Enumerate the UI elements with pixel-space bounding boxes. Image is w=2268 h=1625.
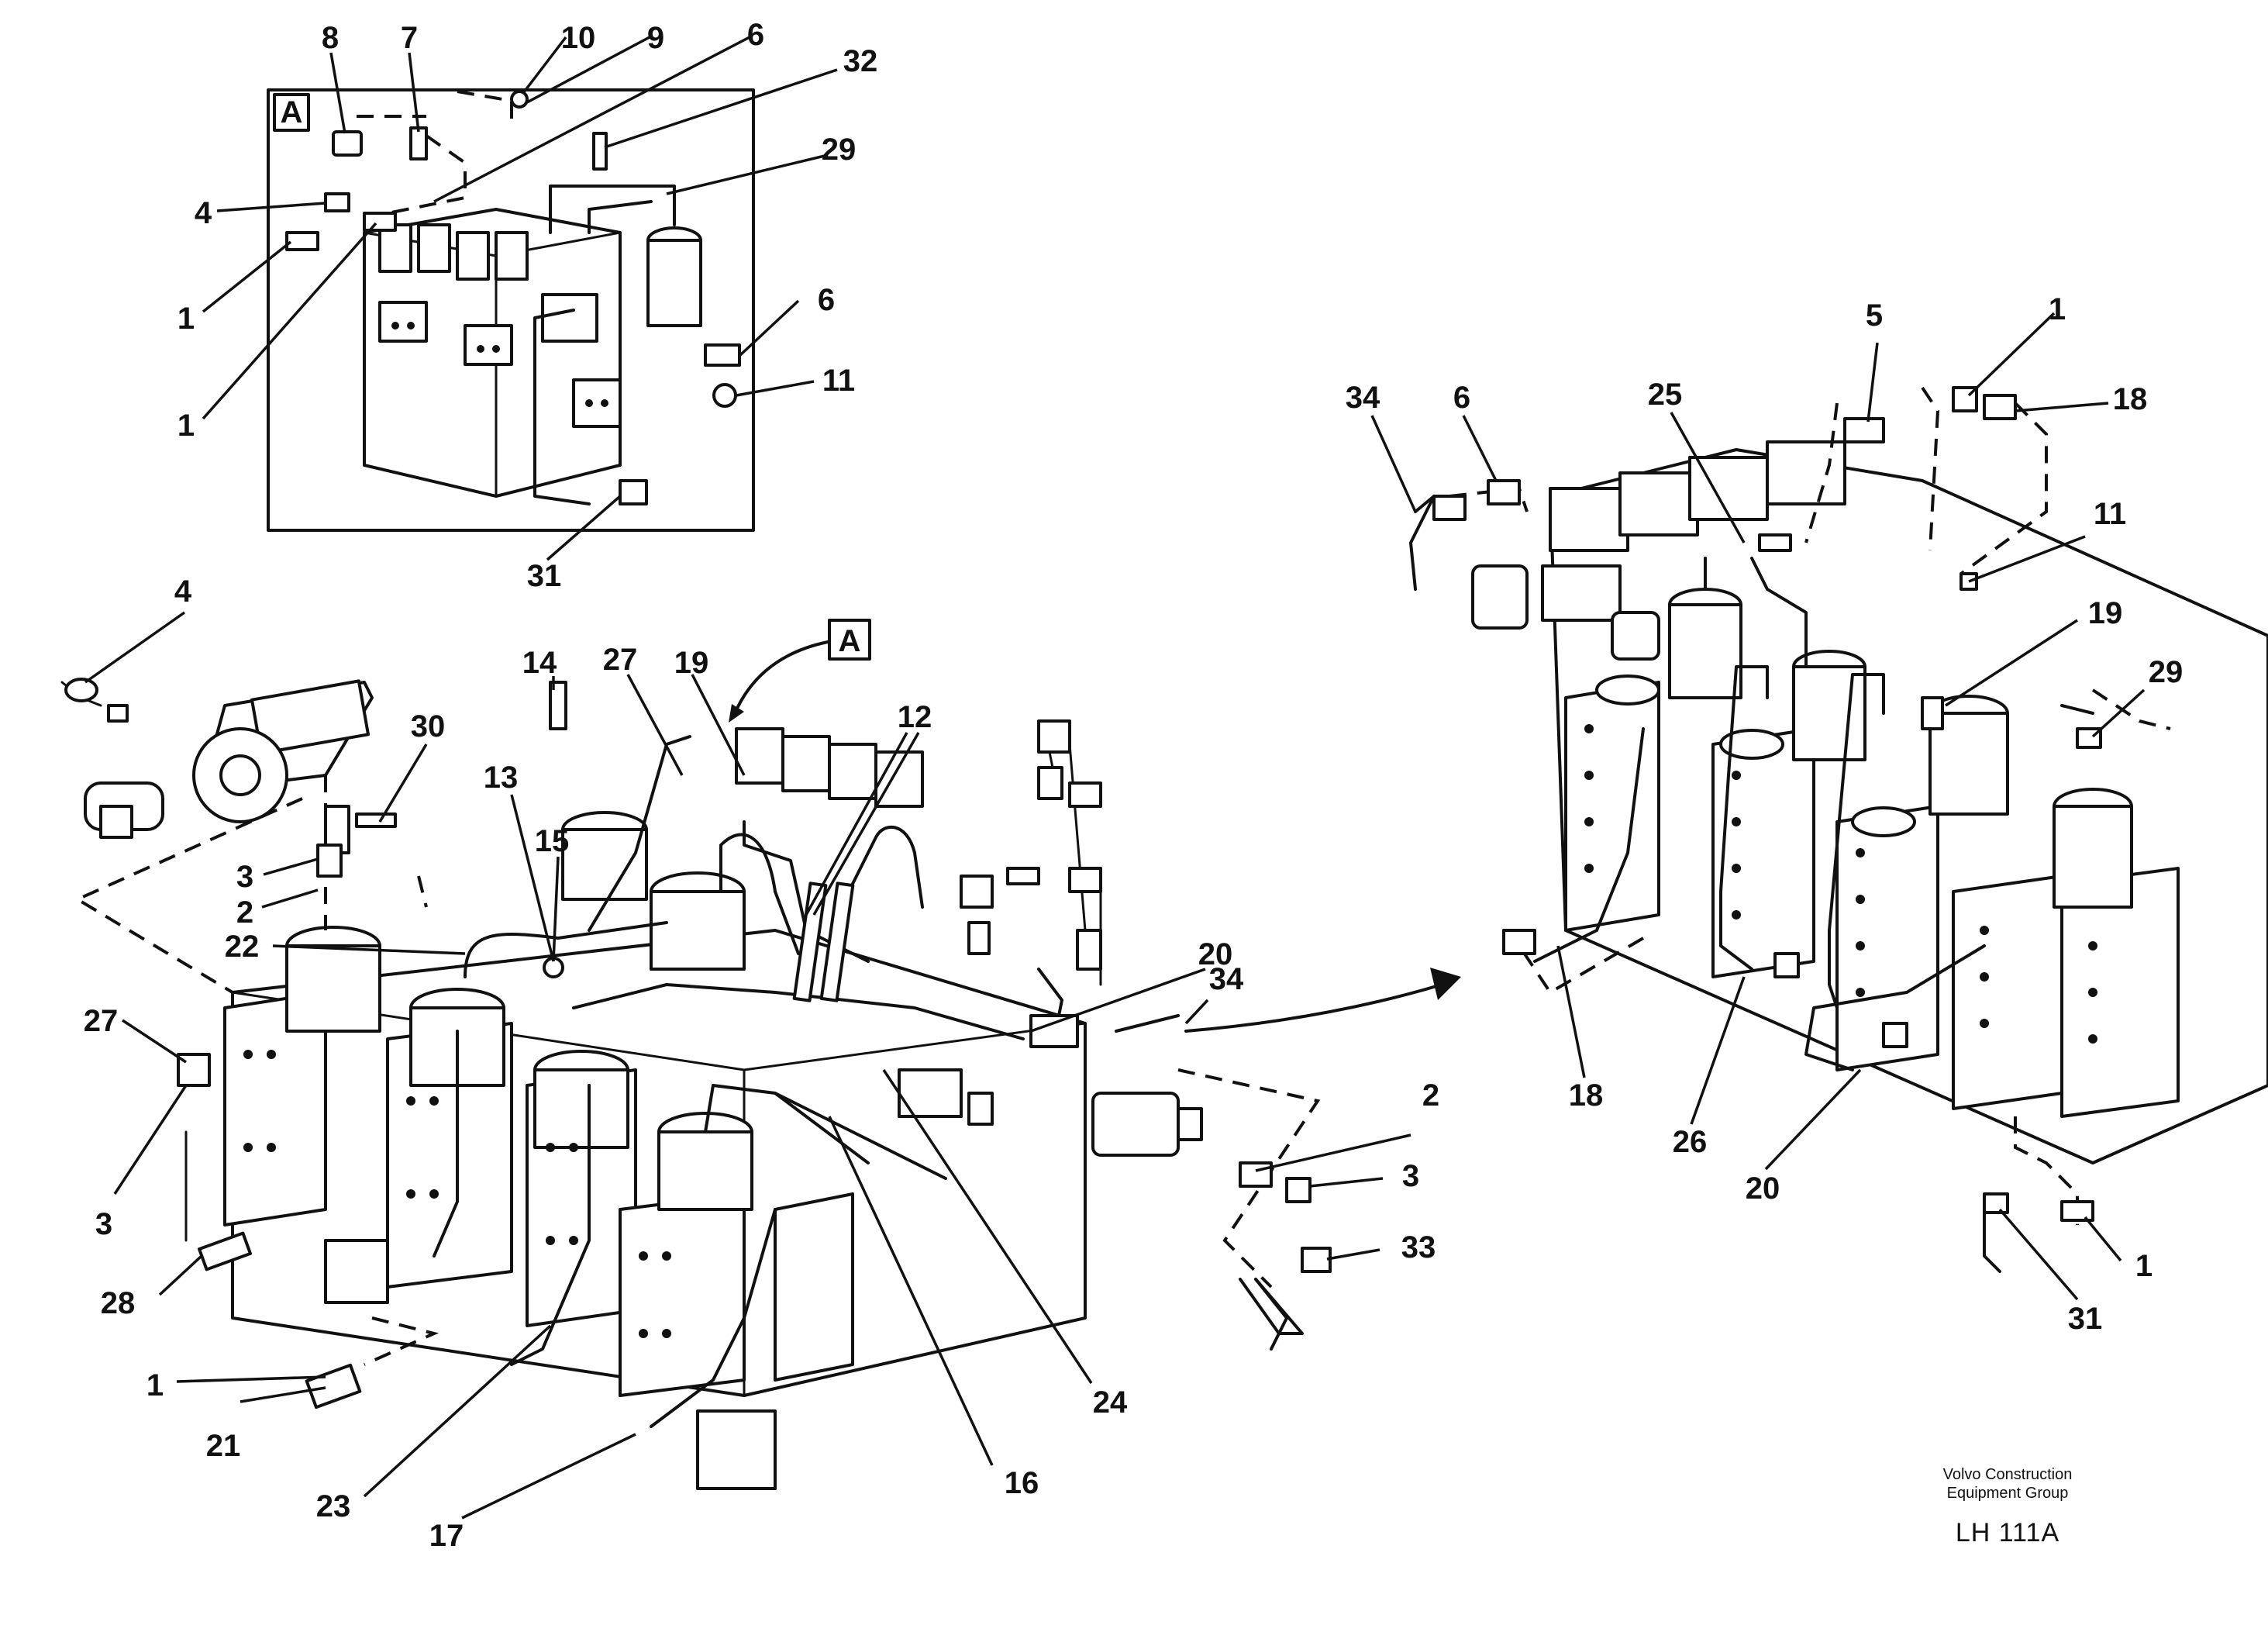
right-assembly: 34 6 25 5 1 18 11 19 29 18 26 20 1 31 xyxy=(1346,292,2268,1336)
callout-3c: 3 xyxy=(1402,1159,1419,1193)
callout-19: 19 xyxy=(674,646,709,680)
right-fittings xyxy=(1432,386,2102,1222)
callout-inset-4: 4 xyxy=(195,196,212,230)
callout-12: 12 xyxy=(898,700,932,734)
callout-r-11: 11 xyxy=(2094,497,2126,531)
callout-3: 3 xyxy=(236,860,253,894)
callout-28: 28 xyxy=(101,1286,136,1320)
callout-r-5: 5 xyxy=(1866,298,1883,333)
fitting-14 xyxy=(549,681,567,730)
drawing-code: LH 111A xyxy=(1955,1518,2060,1547)
main-leaders xyxy=(84,611,1411,1520)
callout-r-18b: 18 xyxy=(1569,1078,1604,1113)
inset-fittings xyxy=(285,90,741,505)
main-fittings xyxy=(177,681,1332,1409)
callout-r-18: 18 xyxy=(2113,382,2148,416)
callout-r-6: 6 xyxy=(1453,381,1470,415)
callout-inset-1b: 1 xyxy=(178,409,195,443)
callout-2: 2 xyxy=(236,895,253,930)
inset-valve-block xyxy=(363,185,702,505)
callout-23: 23 xyxy=(316,1489,351,1523)
detail-a-reference-badge xyxy=(828,619,871,661)
callout-14: 14 xyxy=(522,646,557,680)
callout-inset-1a: 1 xyxy=(178,302,195,336)
callout-16: 16 xyxy=(1005,1466,1039,1500)
assembly-arrow xyxy=(1184,983,1443,1033)
callout-inset-6b: 6 xyxy=(818,283,835,317)
drawing-footer: Volvo Construction Equipment Group LH 11… xyxy=(1884,1465,2132,1548)
right-valve-bank xyxy=(1471,440,2268,1164)
detail-a-reference-arrow xyxy=(733,640,829,715)
detail-a-inset: A xyxy=(178,18,877,593)
callout-33: 33 xyxy=(1401,1230,1436,1264)
right-callouts: 34 6 25 5 1 18 11 19 29 18 26 20 1 31 xyxy=(1346,292,2184,1336)
callout-r-19: 19 xyxy=(2088,596,2123,630)
callout-r-31: 31 xyxy=(2068,1302,2103,1336)
callout-15: 15 xyxy=(535,824,570,858)
callout-3b: 3 xyxy=(95,1207,112,1241)
footer-org-line2: Equipment Group xyxy=(1946,1485,2069,1502)
callout-2b: 2 xyxy=(1422,1078,1439,1113)
callout-r-1b: 1 xyxy=(2135,1249,2153,1283)
callout-27: 27 xyxy=(603,643,638,677)
callout-inset-8: 8 xyxy=(322,21,339,55)
callout-r-26: 26 xyxy=(1673,1125,1708,1159)
callout-13: 13 xyxy=(484,761,519,795)
inset-callouts: 8 7 10 9 6 32 29 4 1 1 6 11 31 xyxy=(178,18,877,593)
detail-a-reference-label: A xyxy=(839,624,861,658)
detail-a-frame xyxy=(267,88,755,532)
callout-inset-6: 6 xyxy=(747,18,764,52)
callout-30: 30 xyxy=(411,709,446,743)
main-callouts: 4 14 27 19 12 30 13 15 3 2 22 27 3 28 1 … xyxy=(84,574,1439,1553)
motor-unit xyxy=(60,678,374,839)
callout-20: 20 xyxy=(1198,937,1233,971)
callout-22: 22 xyxy=(225,930,260,964)
main-valve-bank xyxy=(223,727,1203,1490)
callout-34: 34 xyxy=(1209,962,1244,996)
callout-r-20: 20 xyxy=(1746,1171,1780,1206)
callout-21: 21 xyxy=(206,1429,241,1463)
main-assembly: A xyxy=(60,574,1461,1553)
callout-r-29: 29 xyxy=(2149,655,2184,689)
right-pipes xyxy=(1409,495,2094,1273)
callout-r-25: 25 xyxy=(1648,378,1683,412)
footer-org-line1: Volvo Construction xyxy=(1942,1466,2073,1483)
callout-24: 24 xyxy=(1093,1385,1128,1420)
callout-r-1: 1 xyxy=(2049,292,2066,326)
detail-a-badge-label: A xyxy=(281,95,303,129)
callout-27b: 27 xyxy=(84,1004,119,1038)
callout-1: 1 xyxy=(146,1368,164,1402)
callout-inset-32: 32 xyxy=(843,44,878,78)
callout-4: 4 xyxy=(174,574,192,609)
callout-17: 17 xyxy=(429,1519,464,1553)
right-leaders xyxy=(1370,312,2146,1301)
callout-inset-7: 7 xyxy=(401,21,418,55)
inset-leaders xyxy=(202,36,838,561)
callout-r-34: 34 xyxy=(1346,381,1380,415)
detail-a-badge xyxy=(273,93,310,132)
callout-inset-31: 31 xyxy=(527,559,562,593)
main-pipes xyxy=(433,735,1288,1428)
callout-inset-29: 29 xyxy=(822,133,857,167)
callout-inset-9: 9 xyxy=(647,21,664,55)
callout-inset-10: 10 xyxy=(561,21,596,55)
callout-inset-11: 11 xyxy=(822,364,855,398)
